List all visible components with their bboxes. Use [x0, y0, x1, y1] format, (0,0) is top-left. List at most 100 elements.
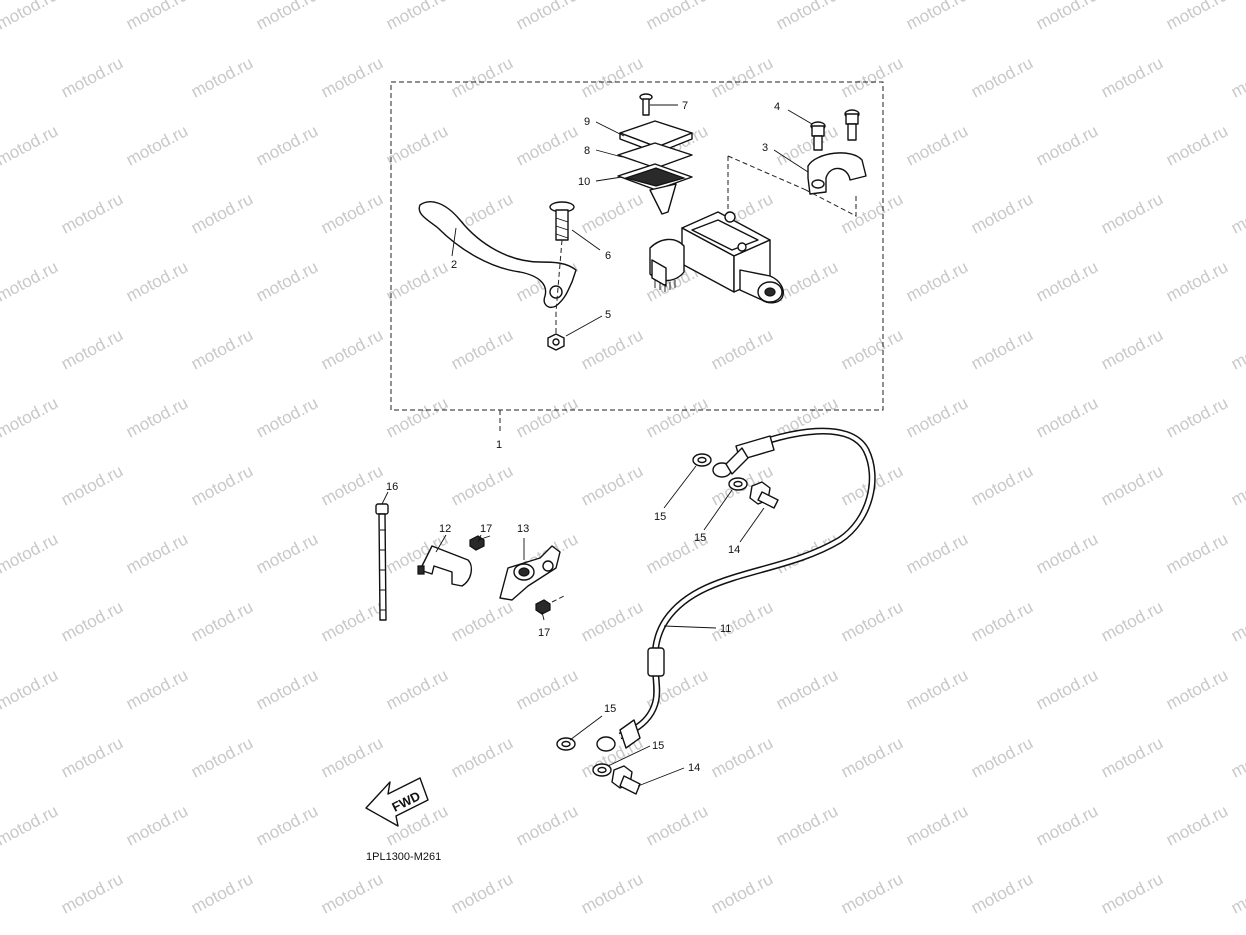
watermark-text: motod.ru	[188, 733, 256, 781]
watermark-text: motod.ru	[968, 869, 1036, 917]
watermark-text: motod.ru	[838, 869, 906, 917]
watermark-text: motod.ru	[123, 801, 191, 849]
watermark-text: motod.ru	[773, 801, 841, 849]
watermark-text: motod.ru	[903, 801, 971, 849]
watermark-text: motod.ru	[903, 0, 971, 34]
watermark-text: motod.ru	[58, 53, 126, 101]
assembly-outline	[390, 81, 884, 411]
watermark-text: motod.ru	[0, 121, 61, 169]
watermark-text: motod.ru	[903, 393, 971, 441]
leader-lines	[381, 104, 813, 787]
watermark-text: motod.ru	[1098, 733, 1166, 781]
watermark-text: motod.ru	[903, 257, 971, 305]
watermark-text: motod.ru	[448, 597, 516, 645]
callout-14: 14	[728, 544, 740, 556]
watermark-text: motod.ru	[513, 665, 581, 713]
watermark-text: motod.ru	[838, 53, 906, 101]
watermark-text: motod.ru	[1098, 53, 1166, 101]
watermark-text: motod.ru	[448, 325, 516, 373]
clamp-bolt-part	[469, 535, 491, 551]
watermark-text: motod.ru	[578, 869, 646, 917]
watermark-text: motod.ru	[1098, 189, 1166, 237]
watermark-text: motod.ru	[253, 393, 321, 441]
watermark-text: motod.ru	[1163, 665, 1231, 713]
banjo-bolt-part	[749, 481, 779, 509]
holder-bolt-part	[810, 109, 860, 151]
callout-12: 12	[439, 523, 451, 535]
diaphragm-plate-part	[617, 142, 693, 169]
watermark-text: motod.ru	[1033, 121, 1101, 169]
washer-part-3	[556, 737, 576, 751]
watermark-text: motod.ru	[578, 189, 646, 237]
callout-8: 8	[584, 145, 590, 157]
watermark-text: motod.ru	[708, 53, 776, 101]
watermark-text: motod.ru	[1098, 461, 1166, 509]
watermark-text: motod.ru	[448, 53, 516, 101]
watermark-text: motod.ru	[1163, 529, 1231, 577]
callout-16: 16	[386, 481, 398, 493]
watermark-text: motod.ru	[903, 121, 971, 169]
watermark-text: motod.ru	[0, 393, 61, 441]
watermark-text: motod.ru	[968, 325, 1036, 373]
watermark-text: motod.ru	[1228, 461, 1246, 509]
watermark-text: motod.ru	[188, 461, 256, 509]
watermark-text: motod.ru	[58, 597, 126, 645]
watermark-text: motod.ru	[188, 189, 256, 237]
watermark-text: motod.ru	[123, 529, 191, 577]
watermark-text: motod.ru	[448, 869, 516, 917]
watermark-text: motod.ru	[188, 597, 256, 645]
watermark-text: motod.ru	[513, 801, 581, 849]
callout-15-d: 15	[652, 740, 664, 752]
watermark-text: motod.ru	[968, 189, 1036, 237]
watermark-text: motod.ru	[643, 801, 711, 849]
watermark-text: motod.ru	[1033, 0, 1101, 34]
watermark-text: motod.ru	[0, 801, 61, 849]
watermark-text: motod.ru	[838, 189, 906, 237]
callout-17: 17	[480, 523, 492, 535]
watermark-text: motod.ru	[708, 325, 776, 373]
watermark-text: motod.ru	[318, 53, 386, 101]
watermark-text: motod.ru	[383, 257, 451, 305]
watermark-text: motod.ru	[123, 0, 191, 34]
watermark-text: motod.ru	[1033, 529, 1101, 577]
watermark-text: motod.ru	[0, 0, 61, 34]
watermark-text: motod.ru	[253, 665, 321, 713]
watermark-text: motod.ru	[318, 461, 386, 509]
callout-2: 2	[451, 259, 457, 271]
watermark-text: motod.ru	[838, 597, 906, 645]
bolt-axis	[555, 239, 563, 313]
callout-17-b: 17	[538, 627, 550, 639]
watermark-text: motod.ru	[58, 189, 126, 237]
watermark-text: motod.ru	[708, 597, 776, 645]
callout-9: 9	[584, 116, 590, 128]
watermark-text: motod.ru	[448, 461, 516, 509]
callout-4: 4	[774, 101, 780, 113]
watermark-text: motod.ru	[318, 189, 386, 237]
watermark-text: motod.ru	[0, 665, 61, 713]
washer-part-2	[728, 477, 748, 491]
watermark-text: motod.ru	[903, 529, 971, 577]
watermark-text: motod.ru	[318, 733, 386, 781]
callout-10: 10	[578, 176, 590, 188]
watermark-text: motod.ru	[123, 393, 191, 441]
watermark-text: motod.ru	[0, 257, 61, 305]
watermark-text: motod.ru	[1098, 325, 1166, 373]
pivot-bolt-part	[549, 201, 575, 241]
watermark-text: motod.ru	[643, 0, 711, 34]
watermark-text: motod.ru	[1163, 121, 1231, 169]
diaphragm-part	[617, 163, 693, 215]
watermark-text: motod.ru	[253, 529, 321, 577]
watermark-text: motod.ru	[1033, 393, 1101, 441]
watermark-text: motod.ru	[708, 869, 776, 917]
watermark-text: motod.ru	[253, 801, 321, 849]
holder-alignment	[727, 155, 857, 217]
watermark-text: motod.ru	[1033, 257, 1101, 305]
nut-part	[547, 333, 565, 351]
watermark-text: motod.ru	[58, 325, 126, 373]
watermark-text: motod.ru	[1098, 597, 1166, 645]
callout-15-b: 15	[694, 532, 706, 544]
brake-lever-part	[418, 201, 577, 308]
watermark-text: motod.ru	[318, 869, 386, 917]
watermark-text: motod.ru	[253, 257, 321, 305]
